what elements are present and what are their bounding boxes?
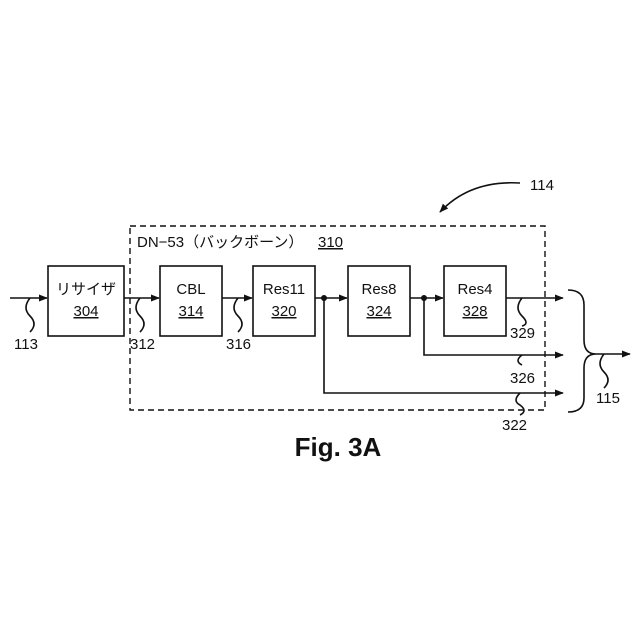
res8-branch-leader [518, 355, 522, 365]
block-cbl-label: CBL [176, 281, 205, 298]
res4-out-leader [518, 298, 526, 326]
backbone-group-title: DN−53（バックボーン） [137, 234, 303, 251]
system-ref-label: 114 [530, 177, 554, 194]
signal-ref-output: 115 [596, 390, 620, 407]
block-res4-ref: 328 [462, 303, 487, 320]
signal-ref-cbl-out: 316 [226, 336, 251, 353]
block-resizer-ref: 304 [73, 303, 98, 320]
backbone-group-ref: 310 [318, 234, 343, 251]
block-res4: Res4 328 [444, 266, 506, 336]
resizer-out-leader [136, 298, 144, 332]
input-leader [26, 298, 34, 332]
signal-ref-res11-branch: 322 [502, 417, 527, 434]
signal-ref-resizer-out: 312 [130, 336, 155, 353]
block-cbl-ref: 314 [178, 303, 203, 320]
block-res11: Res11 320 [253, 266, 315, 336]
cbl-out-leader [234, 298, 242, 332]
signal-ref-res4-out: 329 [510, 325, 535, 342]
block-res8: Res8 324 [348, 266, 410, 336]
block-res8-label: Res8 [361, 281, 396, 298]
block-resizer: リサイザ 304 [48, 266, 124, 336]
res11-branch-leader [516, 393, 524, 415]
block-cbl: CBL 314 [160, 266, 222, 336]
block-res8-ref: 324 [366, 303, 391, 320]
block-res4-label: Res4 [457, 281, 492, 298]
block-res11-ref: 320 [271, 303, 296, 320]
outputs-brace [568, 290, 596, 412]
signal-ref-res8-branch: 326 [510, 370, 535, 387]
signal-ref-input: 113 [14, 336, 38, 353]
block-res11-label: Res11 [263, 281, 305, 298]
figure-caption: Fig. 3A [295, 432, 382, 462]
system-pointer-arrow [440, 183, 520, 212]
output-leader [600, 354, 608, 388]
block-resizer-label: リサイザ [56, 281, 116, 298]
